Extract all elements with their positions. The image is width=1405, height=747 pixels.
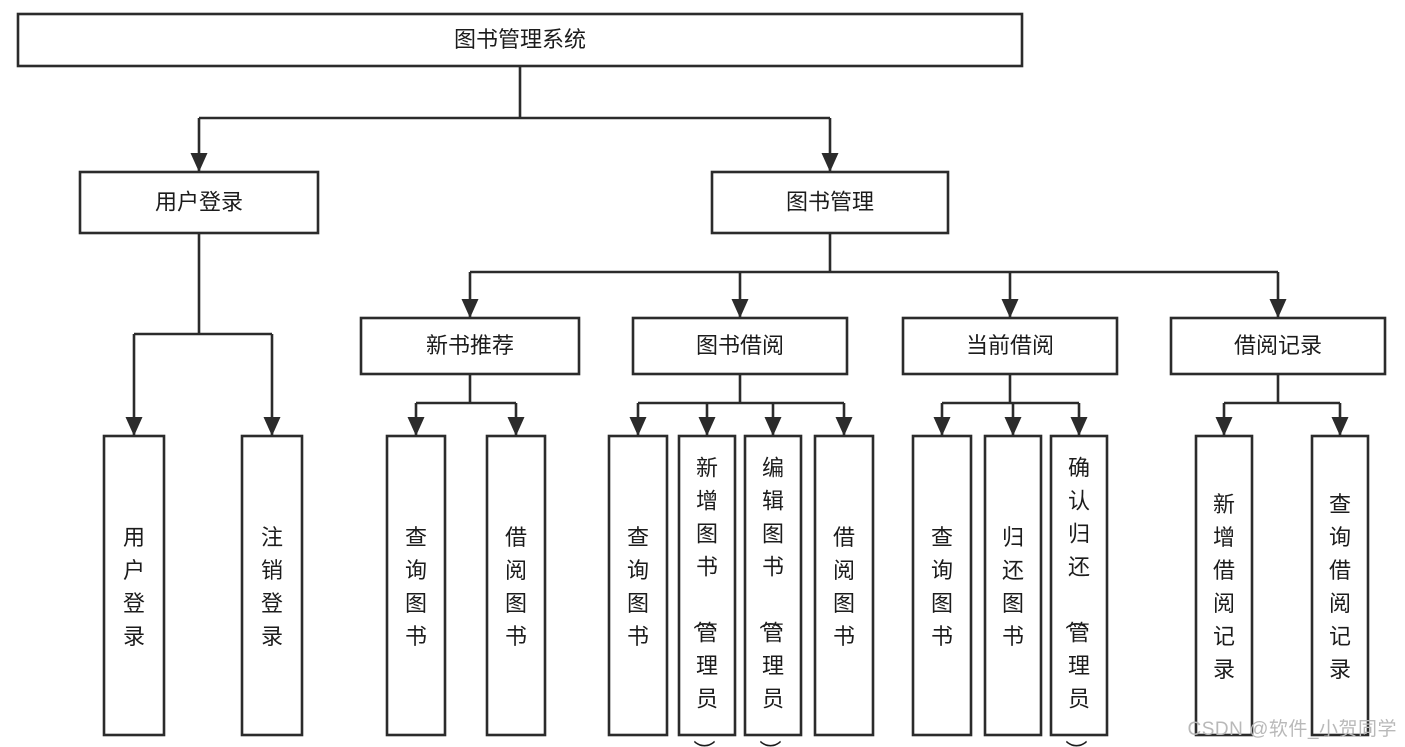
node-leaf-add-record[interactable]: 新增借阅记录 bbox=[1194, 434, 1254, 737]
node-box-current-borrow[interactable] bbox=[901, 316, 1119, 376]
node-box-leaf-user-login[interactable] bbox=[102, 434, 166, 737]
node-book-borrow[interactable]: 图书借阅 bbox=[631, 316, 849, 376]
node-label-leaf-query-book-3: 查询图书 bbox=[931, 525, 953, 649]
node-box-leaf-query-record[interactable] bbox=[1310, 434, 1370, 737]
arrow-head-icon bbox=[698, 417, 716, 436]
node-leaf-logout-login[interactable]: 注销登录 bbox=[240, 434, 304, 737]
node-leaf-query-record[interactable]: 查询借阅记录 bbox=[1310, 434, 1370, 737]
node-label-leaf-borrow-book-1: 借阅图书 bbox=[505, 525, 527, 649]
node-label-leaf-confirm-return: 确认归还（管理员） bbox=[1063, 456, 1090, 747]
arrow-head-icon bbox=[1004, 417, 1022, 436]
node-label-new-book-rec: 新书推荐 bbox=[426, 333, 514, 358]
node-new-book-rec[interactable]: 新书推荐 bbox=[359, 316, 581, 376]
node-box-leaf-confirm-return[interactable] bbox=[1049, 434, 1109, 737]
node-leaf-query-book-3[interactable]: 查询图书 bbox=[911, 434, 973, 737]
node-box-root[interactable] bbox=[16, 12, 1024, 68]
node-label-leaf-return-book: 归还图书 bbox=[1002, 525, 1024, 649]
arrow-head-icon bbox=[835, 417, 853, 436]
arrow-head-icon bbox=[933, 417, 951, 436]
node-label-current-borrow: 当前借阅 bbox=[966, 333, 1054, 358]
arrow-head-icon bbox=[821, 153, 839, 172]
node-box-new-book-rec[interactable] bbox=[359, 316, 581, 376]
node-box-leaf-return-book[interactable] bbox=[983, 434, 1043, 737]
node-label-leaf-query-record: 查询借阅记录 bbox=[1329, 492, 1351, 682]
arrow-head-icon bbox=[1001, 299, 1019, 318]
node-label-leaf-add-book: 新增图书（管理员） bbox=[691, 456, 718, 747]
node-leaf-borrow-book-1[interactable]: 借阅图书 bbox=[485, 434, 547, 737]
node-leaf-query-book-2[interactable]: 查询图书 bbox=[607, 434, 669, 737]
node-current-borrow[interactable]: 当前借阅 bbox=[901, 316, 1119, 376]
node-label-root: 图书管理系统 bbox=[454, 27, 586, 52]
arrow-head-icon bbox=[125, 417, 143, 436]
node-label-user-login: 用户登录 bbox=[155, 189, 243, 214]
node-box-leaf-query-book-2[interactable] bbox=[607, 434, 669, 737]
node-leaf-edit-book[interactable]: 编辑图书（管理员） bbox=[743, 434, 803, 747]
node-label-leaf-logout-login: 注销登录 bbox=[261, 525, 283, 649]
connectors-layer bbox=[125, 66, 1349, 436]
arrow-head-icon bbox=[1215, 417, 1233, 436]
node-book-manage[interactable]: 图书管理 bbox=[710, 170, 950, 235]
node-label-leaf-query-book-1: 查询图书 bbox=[405, 525, 427, 649]
node-box-book-borrow[interactable] bbox=[631, 316, 849, 376]
node-label-book-borrow: 图书借阅 bbox=[696, 333, 784, 358]
arrow-head-icon bbox=[731, 299, 749, 318]
arrow-head-icon bbox=[263, 417, 281, 436]
node-label-borrow-record: 借阅记录 bbox=[1234, 333, 1322, 358]
arrow-head-icon bbox=[1269, 299, 1287, 318]
node-box-leaf-borrow-book-2[interactable] bbox=[813, 434, 875, 737]
node-leaf-confirm-return[interactable]: 确认归还（管理员） bbox=[1049, 434, 1109, 747]
arrow-head-icon bbox=[1331, 417, 1349, 436]
node-box-book-manage[interactable] bbox=[710, 170, 950, 235]
node-leaf-query-book-1[interactable]: 查询图书 bbox=[385, 434, 447, 737]
node-label-leaf-add-record: 新增借阅记录 bbox=[1213, 492, 1235, 682]
node-label-leaf-query-book-2: 查询图书 bbox=[627, 525, 649, 649]
arrow-head-icon bbox=[507, 417, 525, 436]
arrow-head-icon bbox=[461, 299, 479, 318]
arrow-head-icon bbox=[190, 153, 208, 172]
arrow-head-icon bbox=[629, 417, 647, 436]
node-leaf-return-book[interactable]: 归还图书 bbox=[983, 434, 1043, 737]
node-label-leaf-borrow-book-2: 借阅图书 bbox=[833, 525, 855, 649]
node-box-leaf-query-book-1[interactable] bbox=[385, 434, 447, 737]
node-borrow-record[interactable]: 借阅记录 bbox=[1169, 316, 1387, 376]
watermark-text: CSDN @软件_小贺同学 bbox=[1187, 719, 1397, 740]
node-box-leaf-logout-login[interactable] bbox=[240, 434, 304, 737]
node-box-borrow-record[interactable] bbox=[1169, 316, 1387, 376]
node-user-login[interactable]: 用户登录 bbox=[78, 170, 320, 235]
node-box-leaf-edit-book[interactable] bbox=[743, 434, 803, 737]
node-box-user-login[interactable] bbox=[78, 170, 320, 235]
node-box-leaf-borrow-book-1[interactable] bbox=[485, 434, 547, 737]
node-label-leaf-user-login: 用户登录 bbox=[123, 525, 145, 649]
nodes-layer: 图书管理系统用户登录图书管理新书推荐图书借阅当前借阅借阅记录用户登录注销登录查询… bbox=[16, 12, 1387, 747]
node-label-book-manage: 图书管理 bbox=[786, 189, 874, 214]
node-leaf-user-login[interactable]: 用户登录 bbox=[102, 434, 166, 737]
node-leaf-add-book[interactable]: 新增图书（管理员） bbox=[677, 434, 737, 747]
node-box-leaf-add-record[interactable] bbox=[1194, 434, 1254, 737]
arrow-head-icon bbox=[764, 417, 782, 436]
node-box-leaf-add-book[interactable] bbox=[677, 434, 737, 737]
node-box-leaf-query-book-3[interactable] bbox=[911, 434, 973, 737]
node-label-leaf-edit-book: 编辑图书（管理员） bbox=[757, 456, 784, 747]
node-root[interactable]: 图书管理系统 bbox=[16, 12, 1024, 68]
arrow-head-icon bbox=[407, 417, 425, 436]
arrow-head-icon bbox=[1070, 417, 1088, 436]
node-leaf-borrow-book-2[interactable]: 借阅图书 bbox=[813, 434, 875, 737]
